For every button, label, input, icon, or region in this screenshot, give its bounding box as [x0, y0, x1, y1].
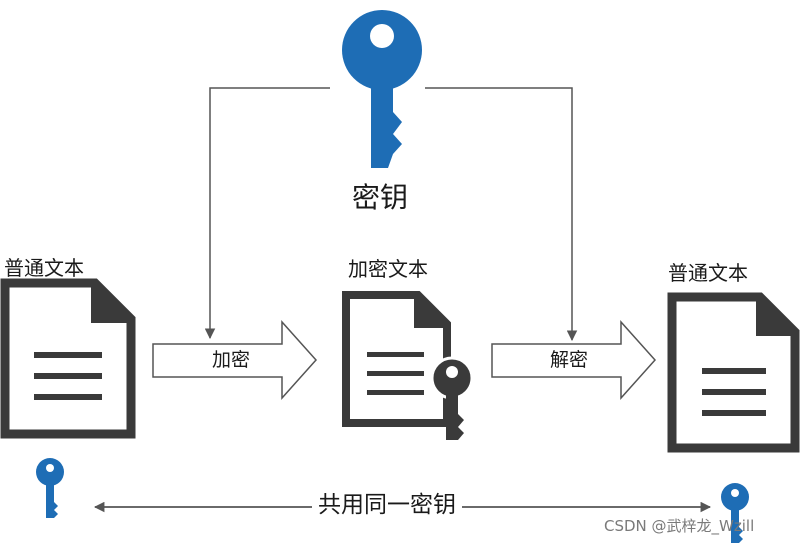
arrow-icon-encrypt — [152, 320, 318, 400]
lock-key-icon — [430, 356, 474, 440]
key-icon-bottom-right — [721, 483, 749, 543]
key-connector-left — [204, 87, 330, 340]
decrypt-label: 解密 — [550, 349, 589, 371]
ciphertext-label: 加密文本 — [348, 257, 428, 281]
document-icon-ciphertext — [342, 291, 451, 427]
key-label: 密钥 — [352, 181, 409, 214]
key-connector-right — [425, 87, 578, 342]
shared-key-label: 共用同一密钥 — [312, 494, 462, 517]
encrypt-label: 加密 — [212, 349, 251, 371]
plaintext-right-label: 普通文本 — [668, 261, 748, 285]
document-icon-plaintext-right — [667, 292, 800, 453]
key-icon — [342, 10, 422, 168]
watermark: CSDN @武梓龙_Wzill — [604, 517, 755, 535]
key-icon-bottom-left — [36, 458, 64, 518]
plaintext-left-label: 普通文本 — [4, 256, 84, 280]
document-icon-plaintext-left — [0, 278, 136, 439]
arrow-icon-decrypt — [491, 320, 657, 400]
